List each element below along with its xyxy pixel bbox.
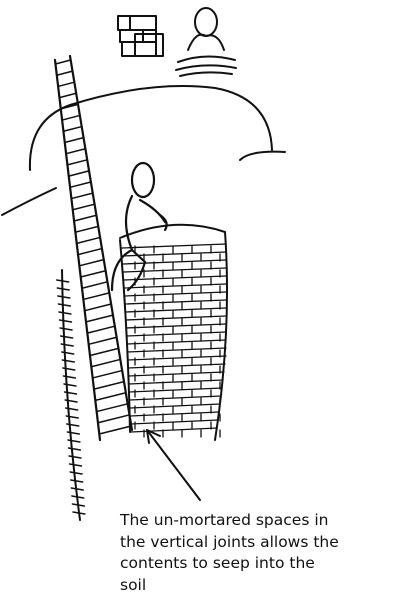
- left-wall-course: [71, 488, 83, 490]
- ladder-rung: [73, 204, 95, 210]
- ladder-rung: [74, 215, 96, 221]
- ladder-rung: [98, 415, 130, 423]
- brick-course: [123, 268, 226, 272]
- left-wall-course: [57, 288, 69, 290]
- ladder-rung: [59, 93, 76, 97]
- left-wall-course: [66, 416, 78, 418]
- ladder-rung: [78, 249, 102, 255]
- left-wall-course: [61, 344, 73, 346]
- brick-course: [128, 364, 225, 368]
- lining-rim: [120, 225, 225, 238]
- left-wall-course: [70, 472, 82, 474]
- pit-left-wall: [57, 270, 85, 520]
- ladder-rung: [89, 337, 117, 344]
- brick-course: [129, 388, 222, 392]
- brick-course: [128, 372, 224, 376]
- left-wall-course: [72, 496, 84, 498]
- ladder-rung: [75, 226, 98, 232]
- ladder-rung: [69, 171, 89, 176]
- brick-course: [126, 332, 226, 336]
- ladder-rung: [79, 260, 103, 266]
- ladder-rung: [70, 182, 91, 187]
- left-wall-course: [69, 456, 81, 458]
- lining-right-edge: [215, 232, 227, 440]
- ladder-rung: [83, 293, 109, 300]
- ladder-rung: [71, 193, 92, 198]
- left-wall-course: [68, 448, 80, 450]
- left-wall-course: [73, 512, 85, 514]
- left-wall-course: [68, 440, 80, 442]
- left-wall-course: [70, 464, 82, 466]
- left-wall-course: [61, 336, 73, 338]
- left-wall-course: [62, 352, 74, 354]
- ladder-rung: [94, 382, 124, 390]
- ladder-rung: [63, 127, 81, 132]
- caption: The un-mortared spaces in the vertical j…: [120, 510, 416, 596]
- brick-stack-at-surface: [118, 16, 163, 56]
- brick-course: [124, 284, 226, 288]
- ladder-rung: [99, 426, 131, 434]
- ladder-rung: [87, 326, 114, 333]
- ladder-rung: [82, 282, 107, 288]
- left-wall-course: [63, 368, 75, 370]
- pointer-arrow: [147, 430, 200, 500]
- brick-course: [125, 300, 226, 304]
- ladder-rung: [85, 304, 111, 311]
- ladder-rung: [66, 149, 85, 154]
- left-wall-course: [67, 424, 79, 426]
- left-wall-course: [59, 312, 71, 314]
- ladder-rung: [67, 160, 87, 165]
- left-wall-course: [60, 320, 72, 322]
- worker-at-surface: [176, 8, 236, 76]
- left-wall-course: [71, 480, 83, 482]
- ladder-rung: [55, 60, 70, 64]
- ladder-rung: [62, 115, 80, 120]
- ladder-rung: [91, 359, 120, 366]
- brick-course: [129, 380, 223, 384]
- ladder-rung: [90, 348, 118, 355]
- ladder-rung: [97, 404, 128, 412]
- brick-course: [126, 316, 226, 320]
- left-wall-course: [57, 280, 69, 282]
- caption-line: the vertical joints allows the: [120, 532, 416, 554]
- caption-line: contents to seep into the: [120, 553, 416, 575]
- caption-line: The un-mortared spaces in: [120, 510, 416, 532]
- ladder-rung: [86, 315, 113, 322]
- ladder-rung: [77, 237, 100, 243]
- brick-lining: [120, 225, 227, 440]
- ladder-rung: [93, 371, 122, 378]
- brick-course: [130, 396, 221, 400]
- ladder-rung: [58, 82, 74, 86]
- left-wall-course: [58, 304, 70, 306]
- left-wall-course: [72, 504, 84, 506]
- ladder-rung: [95, 393, 126, 401]
- left-wall-course: [60, 328, 72, 330]
- left-wall-course: [62, 360, 74, 362]
- left-wall-course: [67, 432, 79, 434]
- ladder-rung: [65, 138, 84, 143]
- caption-line: soil: [120, 575, 416, 597]
- ladder-rung: [81, 271, 106, 277]
- brick-course: [127, 348, 226, 352]
- left-wall-course: [58, 296, 70, 298]
- ground-surface: [2, 86, 285, 215]
- ladder-rung: [57, 71, 73, 75]
